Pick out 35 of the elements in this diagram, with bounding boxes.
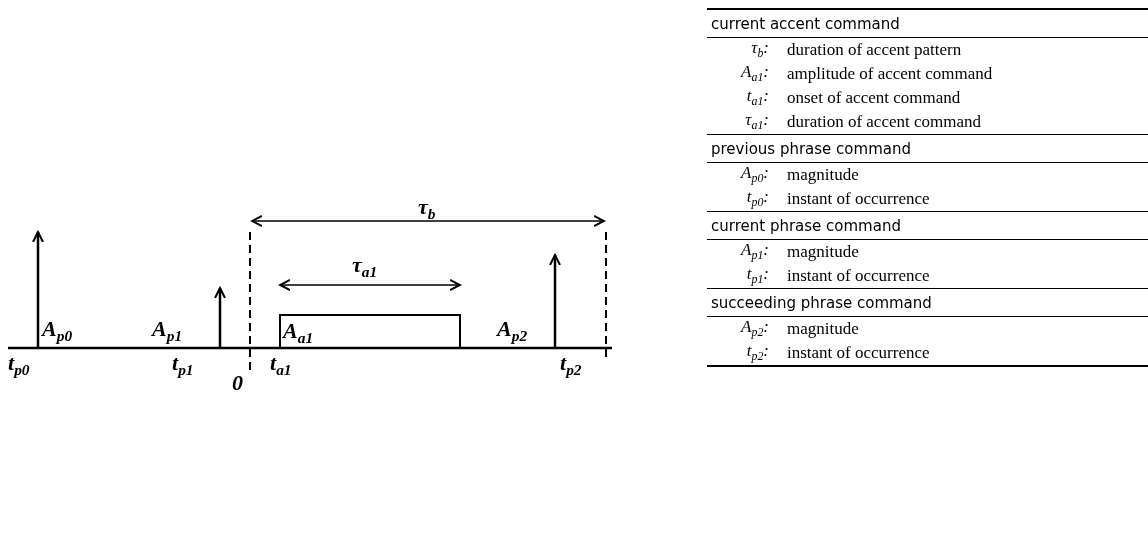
- symbol-cell: t$_{p2}$:: [707, 341, 769, 366]
- amplitude-label: A$_{p1}$: [152, 318, 183, 344]
- description-cell: duration of accent command: [769, 110, 1148, 135]
- amplitude-label: A$_{p0}$: [42, 318, 73, 344]
- symbol-cell: t$_{p0}$:: [707, 187, 769, 212]
- description-cell: duration of accent pattern: [769, 37, 1148, 62]
- amplitude-label: A$_{p2}$: [497, 318, 528, 344]
- symbol-cell: A$_{p0}$:: [707, 162, 769, 187]
- symbol-cell: τ$_{b}$:: [707, 37, 769, 62]
- description-cell-text: amplitude of accent command: [786, 63, 994, 85]
- symbol-cell: A$_{p2}$:: [707, 316, 769, 341]
- section-heading: previous phrase command: [707, 134, 1148, 163]
- description-cell-text: onset of accent command: [786, 87, 962, 109]
- section-heading: current phrase command: [707, 211, 1148, 240]
- amplitude-label: A$_{a1}$: [283, 320, 314, 346]
- section-heading: succeeding phrase command: [707, 288, 1148, 317]
- description-cell: magnitude: [769, 162, 1148, 187]
- origin-label: 0: [232, 372, 243, 394]
- time-label: t$_{p2}$: [560, 352, 582, 378]
- symbol-cell: t$_{p1}$:: [707, 264, 769, 289]
- time-label: t$_{p1}$: [172, 352, 194, 378]
- symbol-cell: τ$_{a1}$:: [707, 110, 769, 135]
- description-cell: instant of occurrence: [769, 264, 1148, 289]
- symbol-cell-text: t$_{a1}$:: [745, 86, 769, 110]
- time-label: t$_{p0}$: [8, 352, 30, 378]
- section-heading: current accent command: [707, 9, 1148, 38]
- description-cell: instant of occurrence: [769, 341, 1148, 366]
- time-label: t$_{a1}$: [270, 352, 292, 378]
- duration-label: τ$_{a1}$: [352, 254, 378, 280]
- description-cell: instant of occurrence: [769, 187, 1148, 212]
- description-cell: magnitude: [769, 316, 1148, 341]
- description-cell: magnitude: [769, 239, 1148, 264]
- symbol-cell: A$_{p1}$:: [707, 239, 769, 264]
- duration-label: τ$_{b}$: [418, 196, 436, 222]
- symbol-cell-text: A$_{a1}$:: [739, 62, 769, 86]
